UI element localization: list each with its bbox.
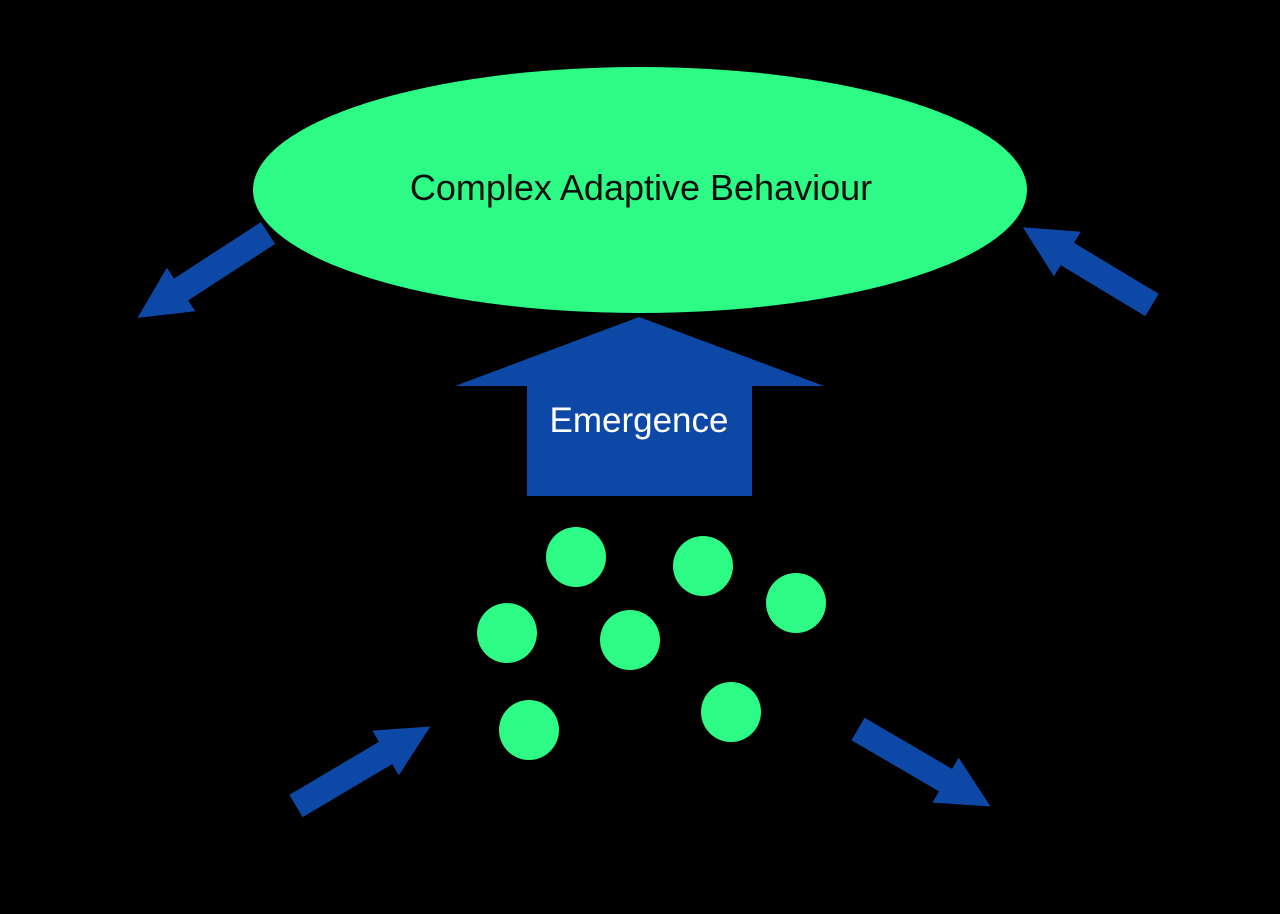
corner-arrows bbox=[137, 222, 1159, 818]
ellipse-title: Complex Adaptive Behaviour bbox=[410, 167, 872, 208]
arrow-top-right-icon bbox=[1022, 227, 1159, 317]
agent-dot bbox=[499, 700, 559, 760]
agent-dot bbox=[701, 682, 761, 742]
agent-dot bbox=[546, 527, 606, 587]
arrow-top-left-icon bbox=[137, 222, 276, 318]
agent-dot bbox=[600, 610, 660, 670]
agent-dot bbox=[477, 603, 537, 663]
emergence-up-arrow bbox=[455, 317, 824, 496]
agent-dot bbox=[766, 573, 826, 633]
complex-adaptive-behaviour-ellipse bbox=[253, 67, 1027, 313]
agent-dot-cluster bbox=[477, 527, 826, 760]
arrow-bottom-right-icon bbox=[851, 717, 991, 807]
arrow-bottom-left-icon bbox=[289, 726, 431, 818]
emergence-label: Emergence bbox=[550, 401, 729, 440]
agent-dot bbox=[673, 536, 733, 596]
